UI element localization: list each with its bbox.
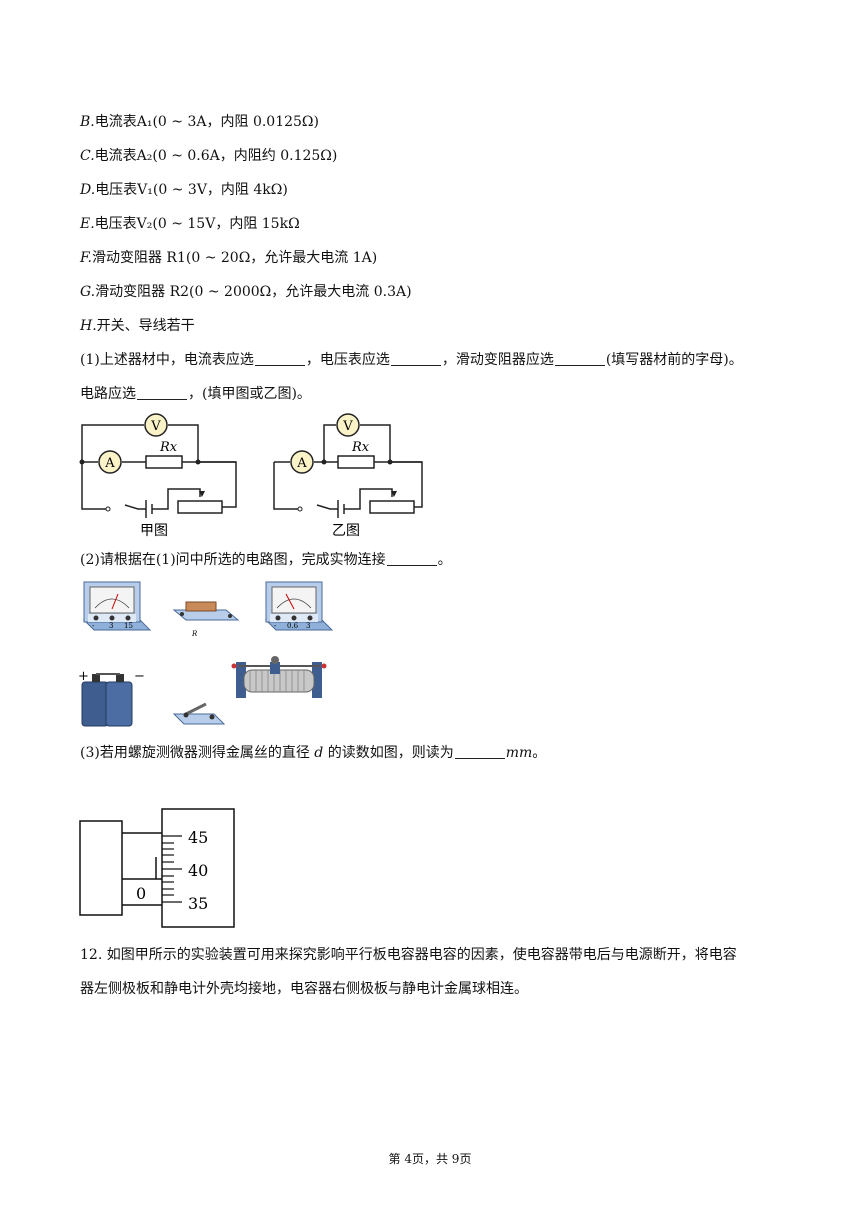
option-text: 滑动变阻器 R2(0 ~ 2000Ω，允许最大电流 0.3A) [95,284,412,300]
voltmeter-symbol [336,413,360,437]
answer-blank[interactable] [454,744,505,759]
scale-label: 3 [306,622,310,630]
question-3-line: (3)若用螺旋测微器测得金属丝的直径 d 的读数如图，则读为 mm。 [80,743,546,763]
q1-text: ，滑动变阻器应选 [441,352,554,368]
q3-text: 的读数如图，则读为 [327,745,454,761]
option-letter: E. [80,216,95,232]
micrometer-thimble [161,808,235,928]
thimble-label: 35 [188,894,208,913]
question-1-line-2: 电路应选 ，(填甲图或乙图)。 [80,384,311,404]
answer-blank[interactable] [137,385,187,400]
battery-device: + − [78,669,145,727]
battery-minus-label: − [134,669,145,684]
q1-text: (1)上述器材中，电流表应选 [80,352,254,368]
thimble-label: 40 [188,861,208,880]
micrometer-figure: 45 40 35 0 [79,808,235,928]
slider-arrow [391,491,397,497]
q2-text: (2)请根据在(1)问中所选的电路图，完成实物连接 [80,552,386,568]
q3-text: (3)若用螺旋测微器测得金属丝的直径 [80,745,310,761]
scale-label: 3 [109,622,113,630]
voltmeter-device: - 3 15 [82,581,152,631]
junction-dot [321,459,327,465]
ammeter-symbol [290,450,314,474]
option-letter: G. [80,284,96,300]
right-caption: 乙图 [332,523,360,539]
resistor-device: R [172,601,240,638]
ammeter-label: A [104,456,115,471]
option-b: B.电流表A₁(0 ~ 3A，内阻 0.0125Ω) [80,112,319,132]
option-letter: F. [80,250,92,266]
voltmeter-label: V [150,419,161,434]
scale-label: 0.6 [287,622,299,630]
answer-blank[interactable] [390,351,441,366]
option-f: F.滑动变阻器 R1(0 ~ 20Ω，允许最大电流 1A) [80,248,377,268]
option-letter: D. [80,182,96,198]
rheostat-device [231,656,327,698]
ammeter-symbol [98,450,122,474]
ammeter-label: A [296,456,307,471]
option-text: 开关、导线若干 [96,318,195,334]
answer-blank[interactable] [386,551,437,566]
question-12-line-1: 12. 如图甲所示的实验装置可用来探究影响平行板电容器电容的因素，使电容器带电后… [80,947,737,963]
switch-device [172,702,226,725]
answer-blank[interactable] [554,351,605,366]
q3-variable: d [314,745,324,761]
equipment-pictures: - 3 15 R - 0.6 3 + − [78,581,334,727]
left-caption: 甲图 [140,523,168,539]
resistor-label: Rx [351,440,370,455]
option-letter: C. [80,148,95,164]
junction-dot [195,459,201,465]
junction-dot [79,459,85,465]
scale-label: 15 [124,622,133,630]
voltmeter-symbol [144,413,168,437]
micrometer-frame [79,820,123,916]
question-2-line: (2)请根据在(1)问中所选的电路图，完成实物连接 。 [80,550,452,570]
ammeter-device: - 0.6 3 [264,581,334,631]
circuit-right-meters: V A Rx 乙图 [290,413,397,539]
q3-text: 。 [532,745,547,761]
slider-arrow [199,491,205,497]
option-text: 电流表A₁(0 ~ 3A，内阻 0.0125Ω) [94,114,319,130]
scale-label: - [92,622,95,630]
voltmeter-label: V [342,419,353,434]
question-1-line-1: (1)上述器材中，电流表应选 ，电压表应选 ，滑动变阻器应选 (填写器材前的字母)。 [80,350,743,370]
option-text: 电压表V₁(0 ~ 3V，内阻 4kΩ) [95,182,288,198]
battery-plus-label: + [78,669,89,684]
q1-text: (填写器材前的字母)。 [605,352,743,368]
junction-dot [387,459,393,465]
option-letter: H. [80,318,97,334]
option-c: C.电流表A₂(0 ~ 0.6A，内阻约 0.125Ω) [80,146,337,166]
option-text: 电压表V₂(0 ~ 15V，内阻 15kΩ [94,216,300,232]
option-e: E.电压表V₂(0 ~ 15V，内阻 15kΩ [80,214,300,234]
thimble-label: 45 [188,828,208,847]
q3-unit: mm [505,745,533,761]
option-d: D.电压表V₁(0 ~ 3V，内阻 4kΩ) [80,180,288,200]
question-12-line-2: 器左侧极板和静电计外壳均接地，电容器右侧极板与静电计金属球相连。 [80,981,528,997]
circuit-left-meters: V A Rx 甲图 [79,413,205,539]
q1-text: 电路应选 [80,386,136,402]
option-g: G.滑动变阻器 R2(0 ~ 2000Ω，允许最大电流 0.3A) [80,282,412,302]
scale-label: - [274,622,277,630]
q1-text: ，电压表应选 [305,352,390,368]
page-footer: 第 4页，共 9页 [388,1152,472,1166]
option-text: 电流表A₂(0 ~ 0.6A，内阻约 0.125Ω) [94,148,338,164]
sleeve-zero-label: 0 [136,884,146,903]
circuit-left [81,424,237,518]
option-letter: B. [80,114,95,130]
option-text: 滑动变阻器 R1(0 ~ 20Ω，允许最大电流 1A) [91,250,378,266]
circuit-right [273,424,423,518]
circuit-diagrams: V A Rx 甲图 V A Rx 乙图 [79,413,423,539]
resistor-device-label: R [191,630,198,638]
switch-contact [105,506,111,512]
resistor-label: Rx [159,440,178,455]
q1-text: ，(填甲图或乙图)。 [188,386,311,402]
q2-text: 。 [437,552,452,568]
switch-contact [297,506,303,512]
answer-blank[interactable] [254,351,305,366]
option-h: H.开关、导线若干 [80,316,195,336]
